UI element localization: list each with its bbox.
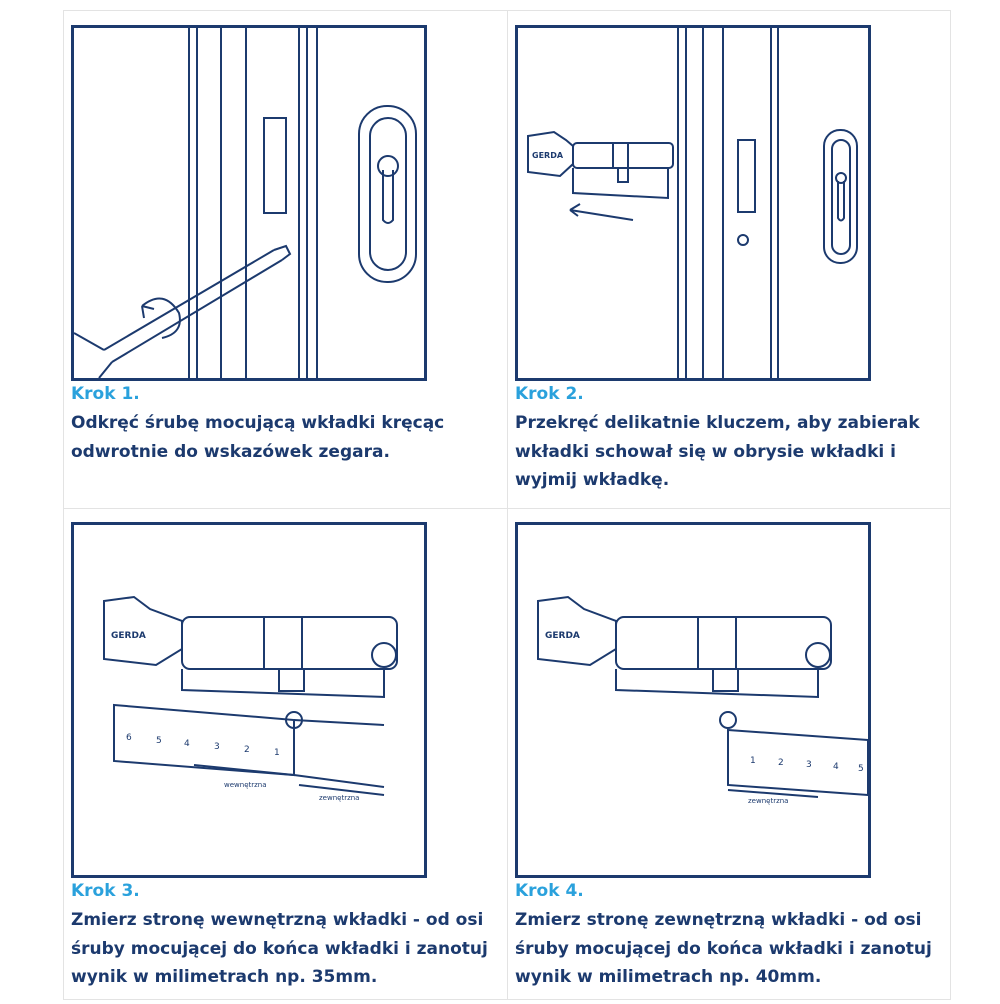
step-3-illustration: 6 5 4 3 2 1 wewnętrzna zewnętrzna GERDA <box>71 522 427 878</box>
key-brand-logo: GERDA <box>532 151 564 160</box>
step-2-title: Krok 2. <box>515 384 584 404</box>
ruler-mark: 1 <box>274 748 280 758</box>
ruler-mark: 6 <box>126 733 132 743</box>
key-brand-logo: GERDA <box>545 631 580 641</box>
ruler-mark: 2 <box>244 745 250 755</box>
step-2-description: Przekręć delikatnie kluczem, aby zabiera… <box>515 413 920 490</box>
inner-side-label: wewnętrzna <box>224 781 267 789</box>
grid-divider-vertical <box>507 11 508 999</box>
ruler-mark: 4 <box>833 762 839 772</box>
ruler-mark: 1 <box>750 756 756 766</box>
ruler-mark: 3 <box>806 760 812 770</box>
outer-side-label: zewnętrzna <box>748 797 788 805</box>
step-3-panel: 6 5 4 3 2 1 wewnętrzna zewnętrzna GERDA … <box>64 508 508 1004</box>
door-screwdriver-drawing <box>74 28 417 378</box>
key-brand-logo: GERDA <box>111 631 146 641</box>
ruler-mark: 5 <box>156 736 162 746</box>
outer-side-label: zewnętrzna <box>319 794 359 802</box>
step-1-panel: Krok 1. Odkręć śrubę mocującą wkładki kr… <box>64 11 508 507</box>
step-3-title: Krok 3. <box>71 881 140 901</box>
step-2-panel: GERDA Krok 2. Przekręć delikatnie klucze… <box>508 11 952 507</box>
step-3-description: Zmierz stronę wewnętrzną wkładki - od os… <box>71 910 488 987</box>
ruler-mark: 3 <box>214 742 220 752</box>
step-4-panel: 1 2 3 4 5 zewnętrzna GERDA Krok 4. Zmier… <box>508 508 952 1004</box>
ruler-mark: 2 <box>778 758 784 768</box>
step-1-illustration <box>71 25 427 381</box>
step-4-description: Zmierz stronę zewnętrzną wkładki - od os… <box>515 910 932 987</box>
step-1-description: Odkręć śrubę mocującą wkładki kręcąc odw… <box>71 413 445 462</box>
measure-inner-drawing: 6 5 4 3 2 1 wewnętrzna zewnętrzna GERDA <box>103 595 398 802</box>
ruler-mark: 4 <box>184 739 190 749</box>
measure-outer-drawing: 1 2 3 4 5 zewnętrzna GERDA <box>537 595 868 805</box>
step-4-title: Krok 4. <box>515 881 584 901</box>
step-1-title: Krok 1. <box>71 384 140 404</box>
grid-divider-horizontal <box>64 508 950 509</box>
instruction-grid: Krok 1. Odkręć śrubę mocującą wkładki kr… <box>63 10 951 1000</box>
step-2-illustration: GERDA <box>515 25 871 381</box>
step-4-illustration: 1 2 3 4 5 zewnętrzna GERDA <box>515 522 871 878</box>
cylinder-removal-drawing: GERDA <box>527 28 858 378</box>
ruler-mark: 5 <box>858 764 864 774</box>
